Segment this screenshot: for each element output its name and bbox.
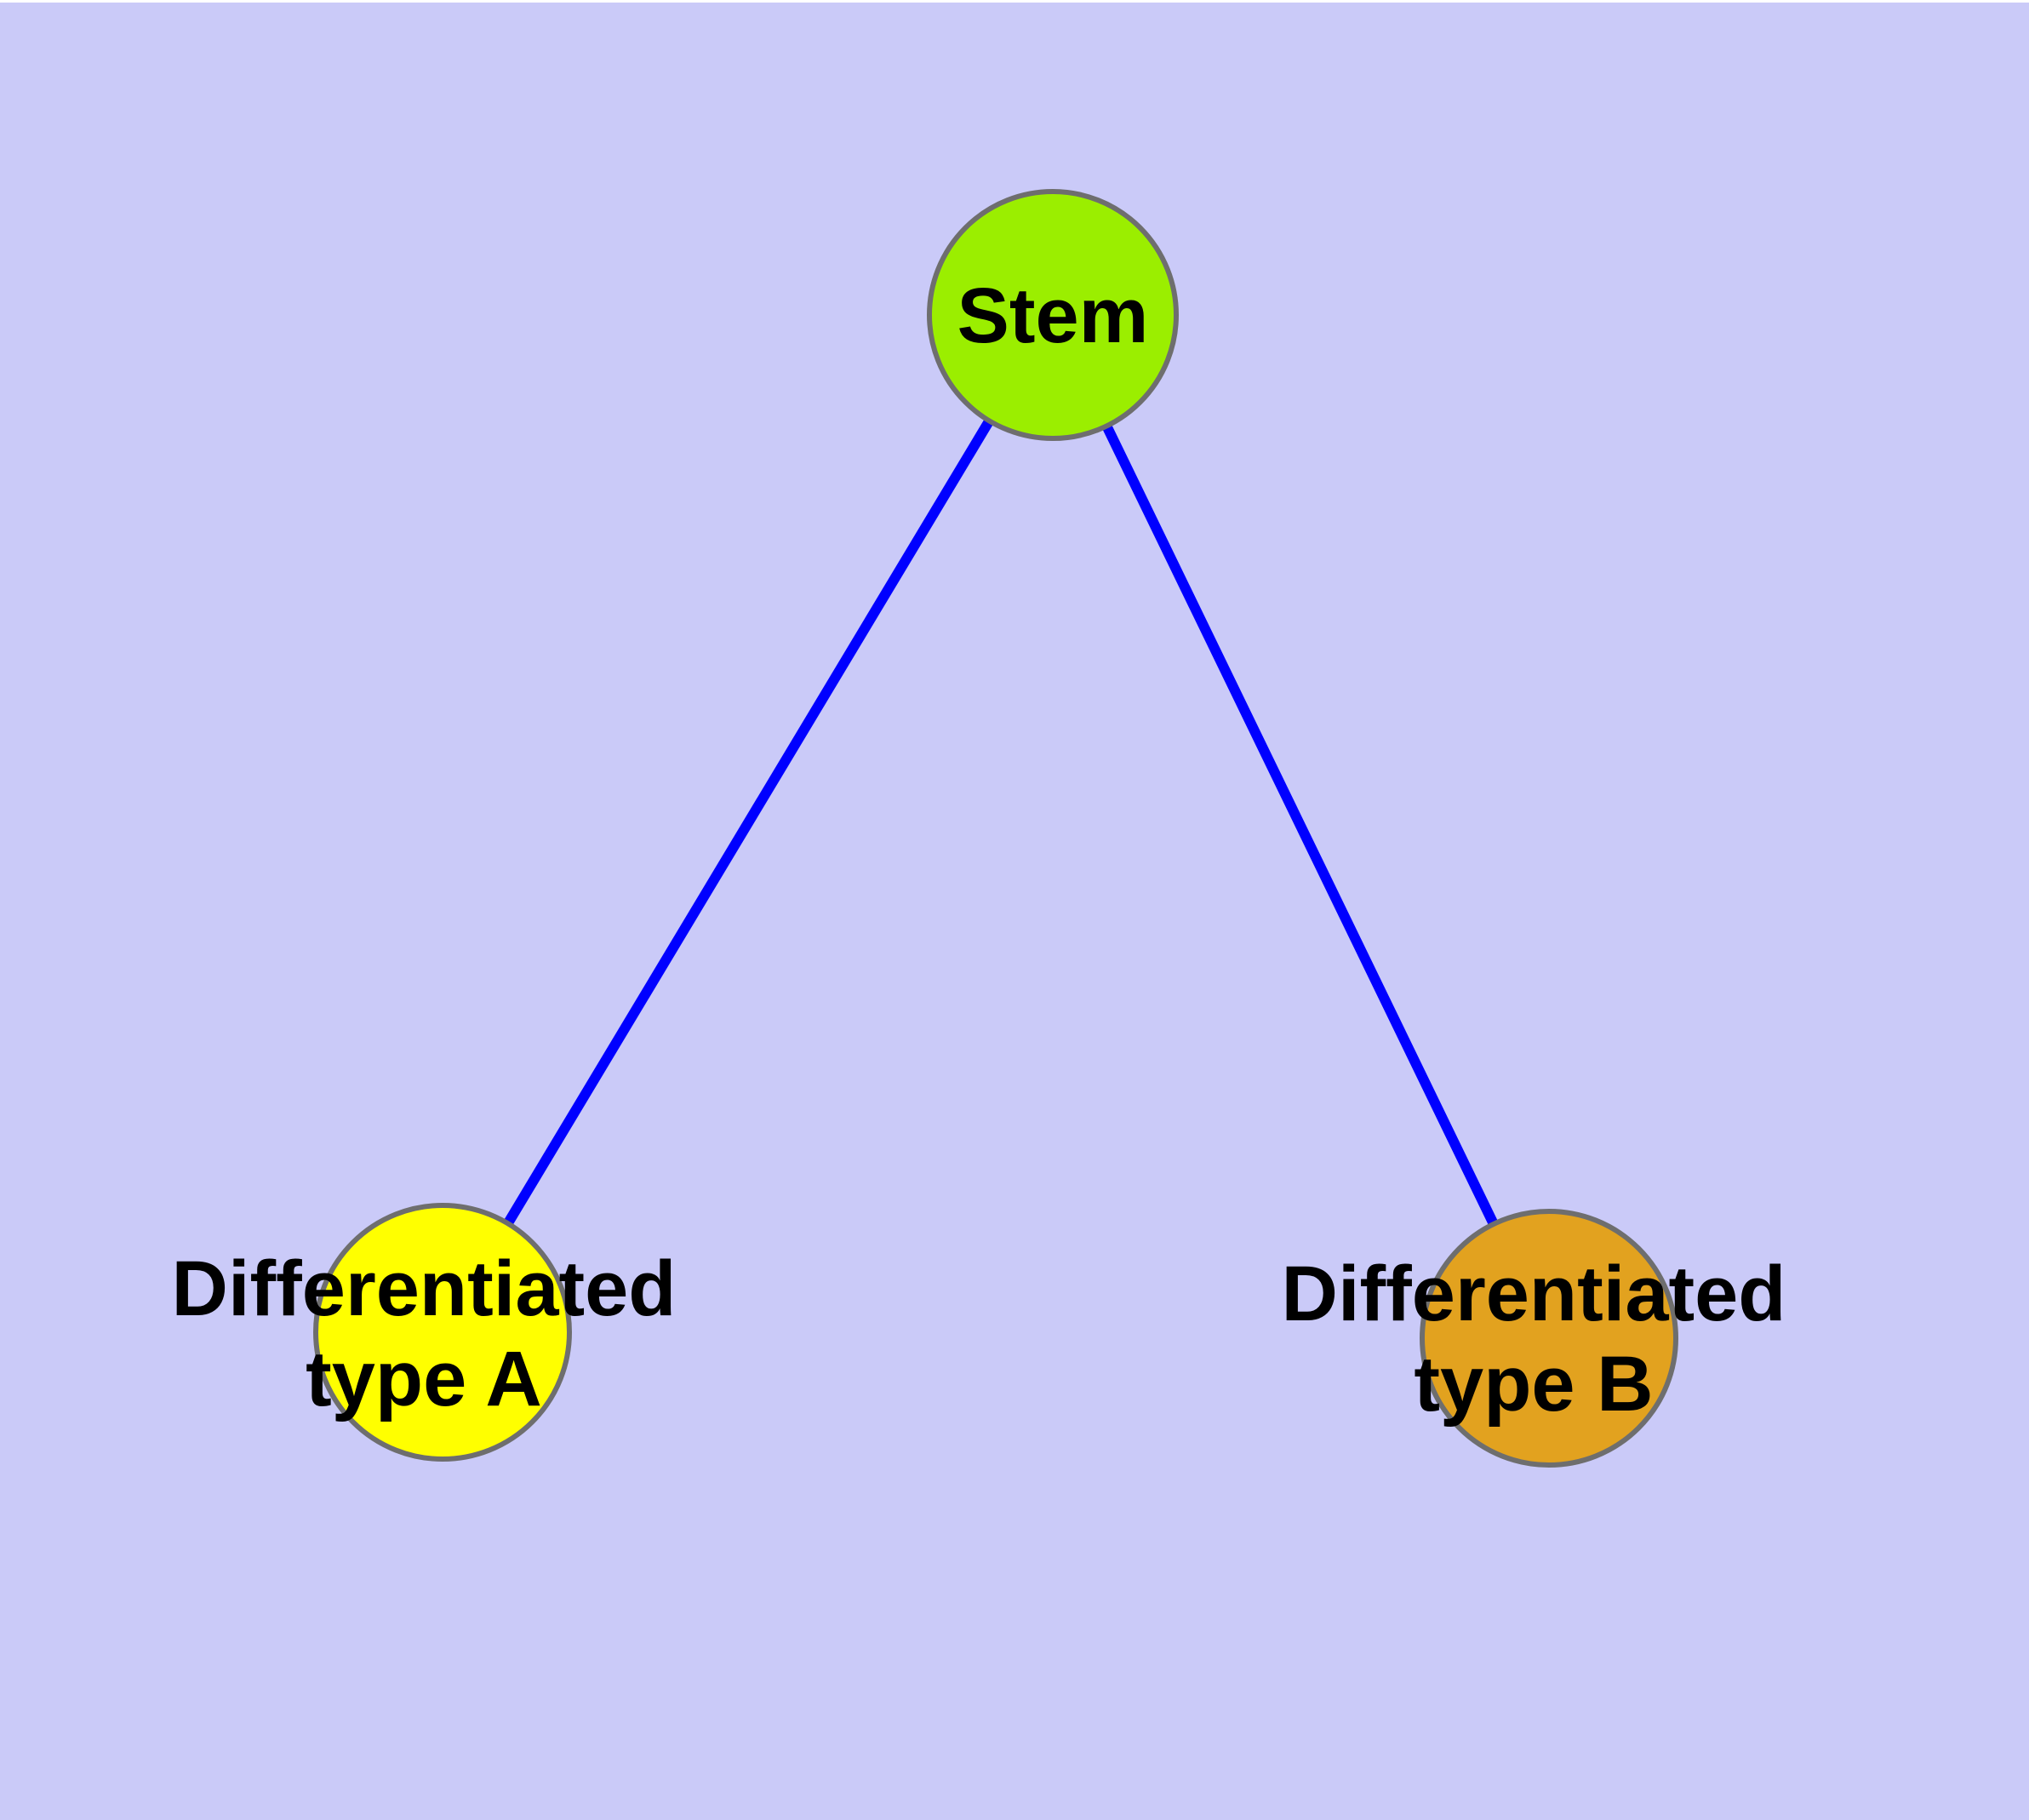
differentiated-type-a-label: Differentiated type A: [172, 1245, 677, 1425]
stem-label-line: Stem: [957, 272, 1149, 360]
node-differentiated-type-a: [313, 1203, 572, 1462]
edge-stem-to-type-a: [437, 312, 1058, 1336]
edge-stem-to-type-b: [1048, 312, 1554, 1341]
node-stem: [927, 189, 1179, 441]
differentiated-type-b-label: Differentiated type B: [1282, 1250, 1786, 1430]
type-b-label-line-2: type B: [1414, 1341, 1654, 1428]
node-differentiated-type-b: [1420, 1209, 1678, 1468]
type-a-label-line-2: type A: [306, 1336, 542, 1422]
stem-label: Stem: [957, 272, 1149, 362]
type-a-label-line-1: Differentiated: [171, 1245, 677, 1333]
top-border-strip: [0, 0, 2029, 3]
type-b-label-line-1: Differentiated: [1281, 1251, 1786, 1338]
